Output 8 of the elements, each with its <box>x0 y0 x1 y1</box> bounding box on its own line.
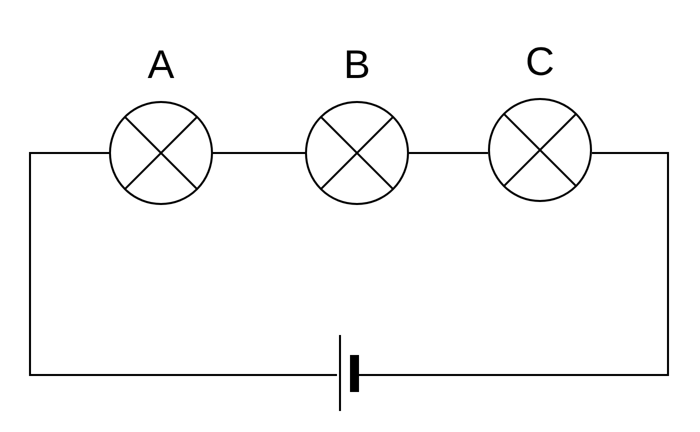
lamp-label: B <box>342 43 372 87</box>
wire <box>359 152 669 376</box>
wire <box>409 152 488 154</box>
battery-symbol <box>337 335 359 411</box>
wire <box>213 152 305 154</box>
wire <box>29 152 337 376</box>
lamp-label: C <box>524 40 556 84</box>
lamp-label: A <box>146 43 176 87</box>
